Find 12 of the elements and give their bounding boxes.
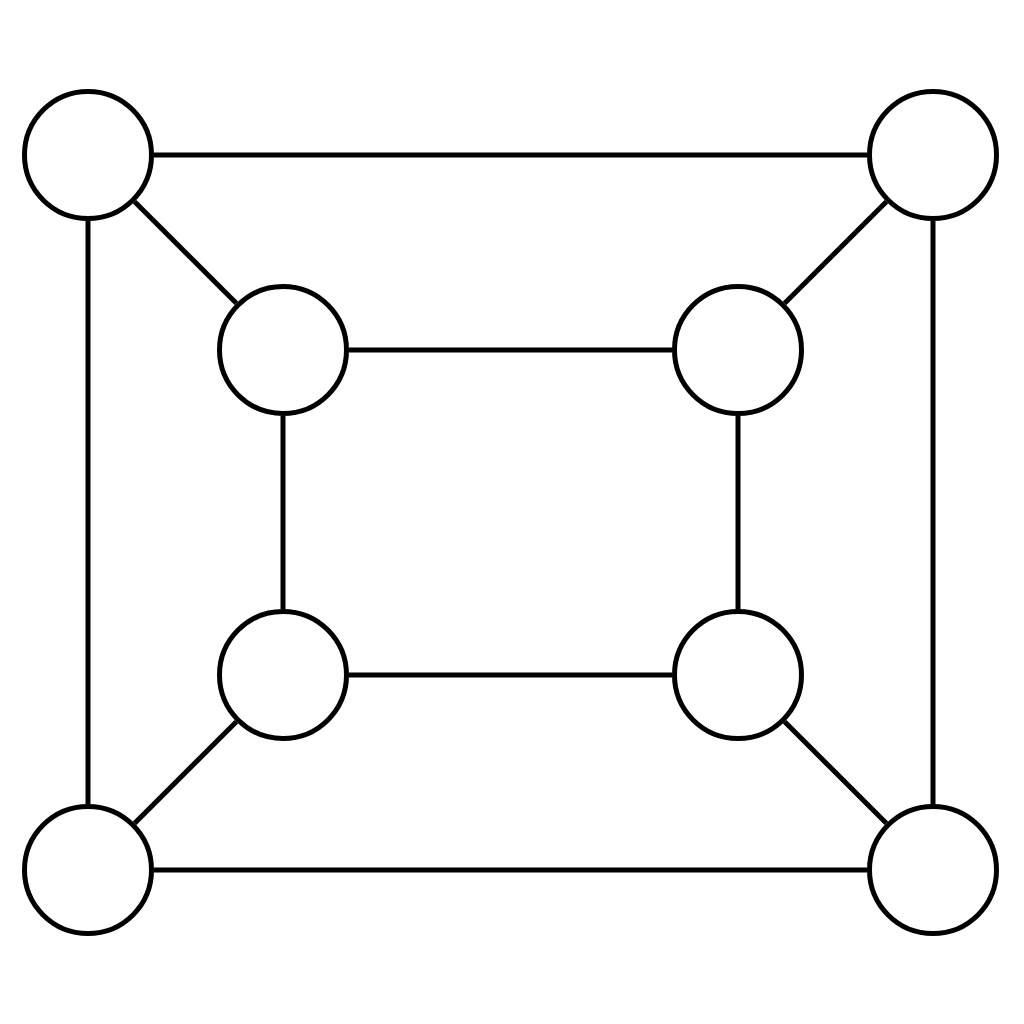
connector-line [930, 221, 936, 804]
connector-line [735, 416, 741, 609]
connector-line [349, 672, 672, 678]
connector-line [154, 152, 867, 158]
connector-line [349, 347, 672, 353]
connector-line [782, 719, 889, 826]
connector-line [154, 867, 867, 873]
connector-line [280, 416, 286, 609]
connector-line [85, 221, 91, 804]
connector-line [132, 199, 239, 306]
connector-line [782, 199, 889, 306]
connector-line [132, 719, 239, 826]
